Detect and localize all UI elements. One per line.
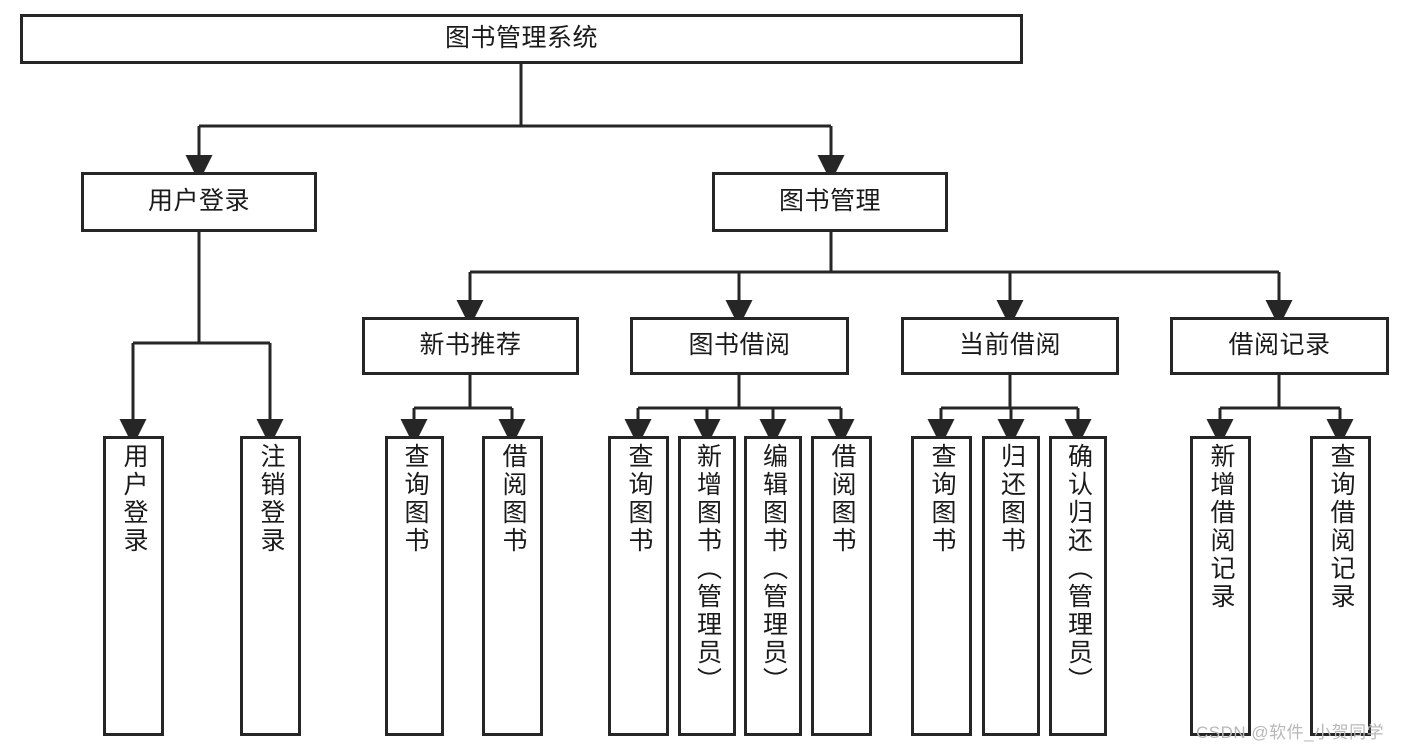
node-user-login[interactable]: 用户登录 bbox=[81, 172, 317, 232]
node-leaf-borrow-book-rec[interactable]: 借阅图书 bbox=[482, 436, 543, 736]
node-leaf-query-book-rec-label: 查询图书 bbox=[401, 443, 429, 555]
node-leaf-logout-login-label: 注销登录 bbox=[257, 443, 285, 555]
node-leaf-edit-book-admin-label: 编辑图书（管理员） bbox=[759, 443, 788, 695]
node-book-manage-label: 图书管理 bbox=[778, 187, 881, 216]
node-leaf-return-book-label: 归还图书 bbox=[997, 443, 1026, 555]
node-leaf-add-borrow-record-label: 新增借阅记录 bbox=[1207, 443, 1235, 611]
node-leaf-user-login[interactable]: 用户登录 bbox=[103, 436, 164, 736]
node-book-manage[interactable]: 图书管理 bbox=[712, 172, 948, 232]
node-leaf-add-book-admin[interactable]: 新增图书（管理员） bbox=[678, 436, 736, 736]
node-leaf-confirm-return-label: 确认归还（管理员） bbox=[1064, 443, 1093, 695]
node-leaf-logout-login[interactable]: 注销登录 bbox=[240, 436, 301, 736]
node-leaf-user-login-label: 用户登录 bbox=[120, 443, 148, 555]
node-root-label: 图书管理系统 bbox=[444, 24, 598, 53]
node-book-borrow[interactable]: 图书借阅 bbox=[630, 317, 849, 375]
node-borrow-record[interactable]: 借阅记录 bbox=[1170, 317, 1389, 375]
node-leaf-edit-book-admin[interactable]: 编辑图书（管理员） bbox=[744, 436, 802, 736]
node-root[interactable]: 图书管理系统 bbox=[20, 14, 1023, 64]
node-leaf-confirm-return[interactable]: 确认归还（管理员） bbox=[1049, 436, 1107, 736]
node-user-login-label: 用户登录 bbox=[147, 187, 250, 216]
node-leaf-return-book[interactable]: 归还图书 bbox=[982, 436, 1040, 736]
node-leaf-query-book-rec[interactable]: 查询图书 bbox=[385, 436, 444, 736]
node-leaf-query-book-current-label: 查询图书 bbox=[928, 443, 956, 555]
node-leaf-add-book-admin-label: 新增图书（管理员） bbox=[693, 443, 722, 695]
node-leaf-query-borrow-record-label: 查询借阅记录 bbox=[1327, 443, 1355, 611]
node-new-book-recommend-label: 新书推荐 bbox=[419, 331, 522, 360]
node-leaf-borrow-book[interactable]: 借阅图书 bbox=[811, 436, 872, 736]
watermark-text: CSDN @软件_小贺同学 bbox=[1196, 723, 1385, 742]
node-leaf-query-borrow-record[interactable]: 查询借阅记录 bbox=[1310, 436, 1371, 736]
node-current-borrow-label: 当前借阅 bbox=[958, 331, 1061, 360]
node-book-borrow-label: 图书借阅 bbox=[688, 331, 791, 360]
node-leaf-add-borrow-record[interactable]: 新增借阅记录 bbox=[1190, 436, 1251, 736]
node-leaf-borrow-book-rec-label: 借阅图书 bbox=[499, 443, 527, 555]
node-leaf-borrow-book-label: 借阅图书 bbox=[828, 443, 856, 555]
node-current-borrow[interactable]: 当前借阅 bbox=[901, 317, 1119, 375]
node-leaf-query-book-borrow[interactable]: 查询图书 bbox=[608, 436, 669, 736]
node-new-book-recommend[interactable]: 新书推荐 bbox=[362, 317, 579, 375]
node-leaf-query-book-borrow-label: 查询图书 bbox=[625, 443, 653, 555]
node-borrow-record-label: 借阅记录 bbox=[1228, 331, 1331, 360]
node-leaf-query-book-current[interactable]: 查询图书 bbox=[911, 436, 972, 736]
